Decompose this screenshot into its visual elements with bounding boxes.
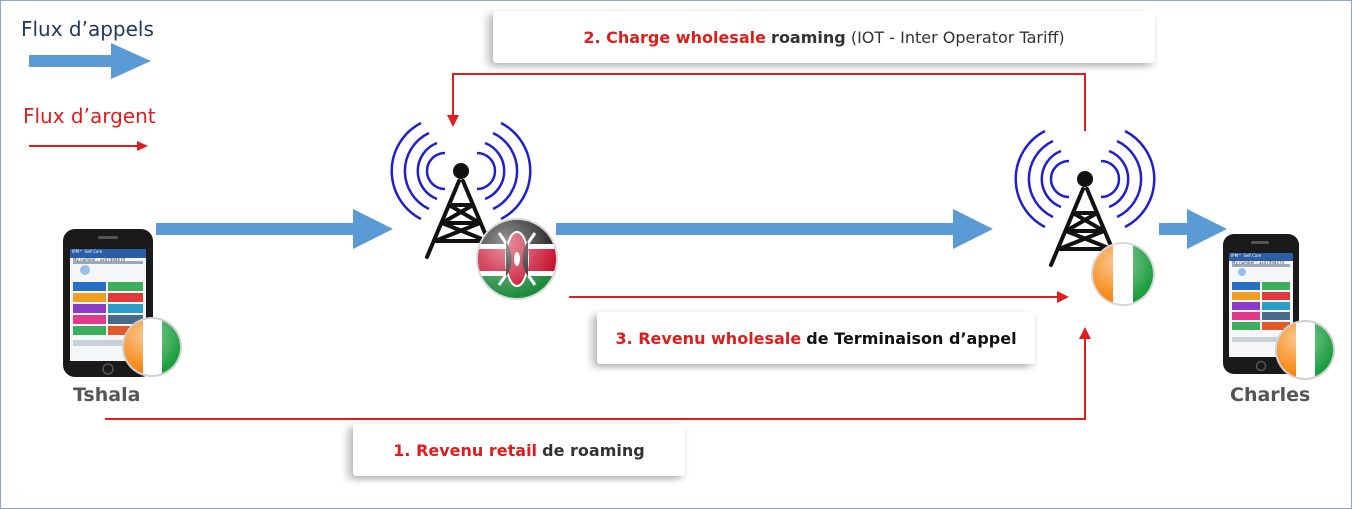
callout-revenu-retail: 1. Revenu retail de roaming xyxy=(353,424,685,476)
callout-revenu-wholesale: 3. Revenu wholesale de Terminaison d’app… xyxy=(597,312,1035,364)
ivory-coast-flag-icon xyxy=(122,317,182,377)
callee-name: Charles xyxy=(1230,384,1311,406)
legend-money-flow-label: Flux d’argent xyxy=(23,104,156,128)
phone-number-line: My number : 3247494470 xyxy=(1232,260,1285,265)
callout-charge-wholesale-rest: (IOT - Inter Operator Tariff) xyxy=(850,27,1065,47)
caller-name: Tshala xyxy=(73,384,141,406)
kenya-flag-icon xyxy=(476,218,558,300)
ivory-coast-flag-icon xyxy=(1275,320,1335,380)
callout-revenu-wholesale-rest: de Terminaison d’appel xyxy=(806,328,1017,348)
legend-call-arrow xyxy=(29,43,151,79)
call-arrow-tower-to-callee xyxy=(1159,209,1227,249)
callout-revenu-retail-rest: de roaming xyxy=(542,440,645,460)
call-arrow-caller-to-tower xyxy=(156,209,393,249)
phone-number-line: My number : 3247494470 xyxy=(73,257,126,262)
callout-charge-wholesale-word: roaming xyxy=(771,27,846,47)
callout-charge-wholesale-number: 2. Charge wholesale xyxy=(583,27,766,47)
money-flow-charge-wholesale xyxy=(447,73,1086,131)
call-arrow-tower-to-tower xyxy=(556,209,993,249)
phone-app-title: IPM™ Self Care xyxy=(72,249,103,254)
money-flow-revenu-wholesale xyxy=(569,291,1069,303)
phone-app-title: IPM™ Self Care xyxy=(1231,253,1262,258)
callout-revenu-wholesale-number: 3. Revenu wholesale xyxy=(615,328,802,348)
money-flow-revenu-retail xyxy=(105,327,1091,420)
legend-money-arrow xyxy=(29,141,148,151)
callout-charge-wholesale: 2. Charge wholesale roaming (IOT - Inter… xyxy=(493,11,1155,63)
callout-revenu-retail-number: 1. Revenu retail xyxy=(393,440,538,460)
ivory-coast-flag-icon xyxy=(1091,242,1155,306)
radio-tower-icon xyxy=(1014,129,1156,267)
legend-call-flow-label: Flux d’appels xyxy=(21,17,154,41)
